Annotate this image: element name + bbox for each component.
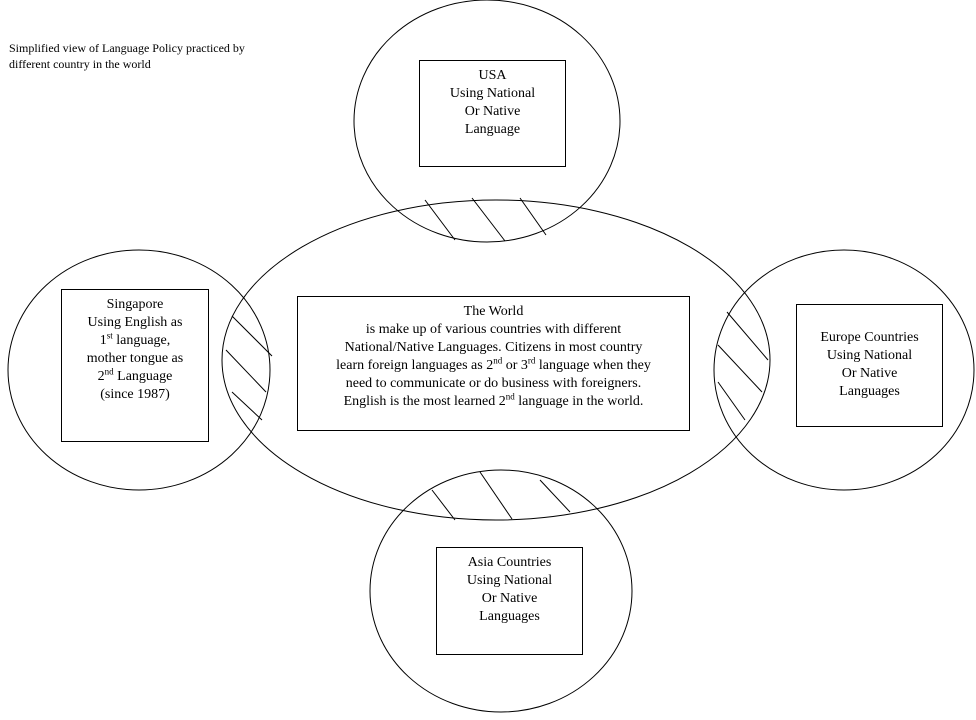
superscript: nd bbox=[505, 391, 515, 402]
text: Language bbox=[113, 369, 173, 384]
diagram-title: Simplified view of Language Policy pract… bbox=[9, 40, 245, 72]
asia-line: Languages bbox=[479, 609, 540, 624]
singapore-line: 1st language, bbox=[62, 330, 208, 350]
europe-line: Or Native bbox=[841, 366, 898, 381]
singapore-line: Using English as bbox=[87, 315, 183, 330]
asia-line: Asia Countries bbox=[467, 555, 552, 570]
text: language, bbox=[112, 333, 171, 348]
text: English is the most learned 2 bbox=[343, 394, 506, 409]
title-line: different country in the world bbox=[9, 57, 151, 71]
text: language when they bbox=[535, 358, 651, 373]
europe-line: Europe Countries bbox=[820, 330, 919, 345]
asia-circle bbox=[369, 469, 633, 713]
superscript: rd bbox=[527, 355, 536, 366]
usa-box: USA Using National Or Native Language bbox=[419, 60, 566, 167]
europe-line: Using National bbox=[826, 348, 913, 363]
singapore-line: (since 1987) bbox=[100, 387, 170, 402]
text: learn foreign languages as 2 bbox=[336, 358, 494, 373]
world-line: need to communicate or do business with … bbox=[345, 376, 642, 391]
europe-line: Languages bbox=[839, 384, 900, 399]
usa-circle bbox=[353, 0, 621, 243]
singapore-line: mother tongue as bbox=[86, 351, 184, 366]
usa-line: Or Native bbox=[464, 104, 521, 119]
singapore-line: 2nd Language bbox=[62, 366, 208, 386]
world-ellipse bbox=[221, 199, 771, 521]
usa-line: Language bbox=[464, 122, 521, 137]
asia-box: Asia Countries Using National Or Native … bbox=[436, 547, 583, 655]
europe-circle bbox=[713, 249, 975, 491]
europe-box: Europe Countries Using National Or Nativ… bbox=[796, 304, 943, 427]
singapore-circle bbox=[7, 249, 271, 491]
world-line: The World bbox=[463, 304, 524, 319]
singapore-box: Singapore Using English as 1st language,… bbox=[61, 289, 209, 442]
asia-overlap-hatch bbox=[431, 471, 571, 521]
usa-line: USA bbox=[478, 68, 507, 83]
superscript: nd bbox=[493, 355, 503, 366]
world-line: National/Native Languages. Citizens in m… bbox=[344, 340, 643, 355]
text: language in the world. bbox=[514, 394, 644, 409]
asia-line: Or Native bbox=[481, 591, 538, 606]
world-line: learn foreign languages as 2nd or 3rd la… bbox=[298, 355, 689, 375]
world-line: English is the most learned 2nd language… bbox=[298, 391, 689, 411]
singapore-overlap-hatch bbox=[225, 315, 273, 421]
superscript: nd bbox=[104, 366, 114, 377]
superscript: st bbox=[106, 330, 113, 341]
world-box: The World is make up of various countrie… bbox=[297, 296, 690, 431]
europe-overlap-hatch bbox=[717, 311, 769, 421]
singapore-line: Singapore bbox=[106, 297, 164, 312]
title-line: Simplified view of Language Policy pract… bbox=[9, 41, 245, 55]
text: 2 bbox=[97, 369, 105, 384]
usa-line: Using National bbox=[449, 86, 536, 101]
world-line: is make up of various countries with dif… bbox=[365, 322, 622, 337]
usa-overlap-hatch bbox=[424, 197, 547, 242]
text: 1 bbox=[99, 333, 107, 348]
asia-line: Using National bbox=[466, 573, 553, 588]
text: or 3 bbox=[502, 358, 528, 373]
